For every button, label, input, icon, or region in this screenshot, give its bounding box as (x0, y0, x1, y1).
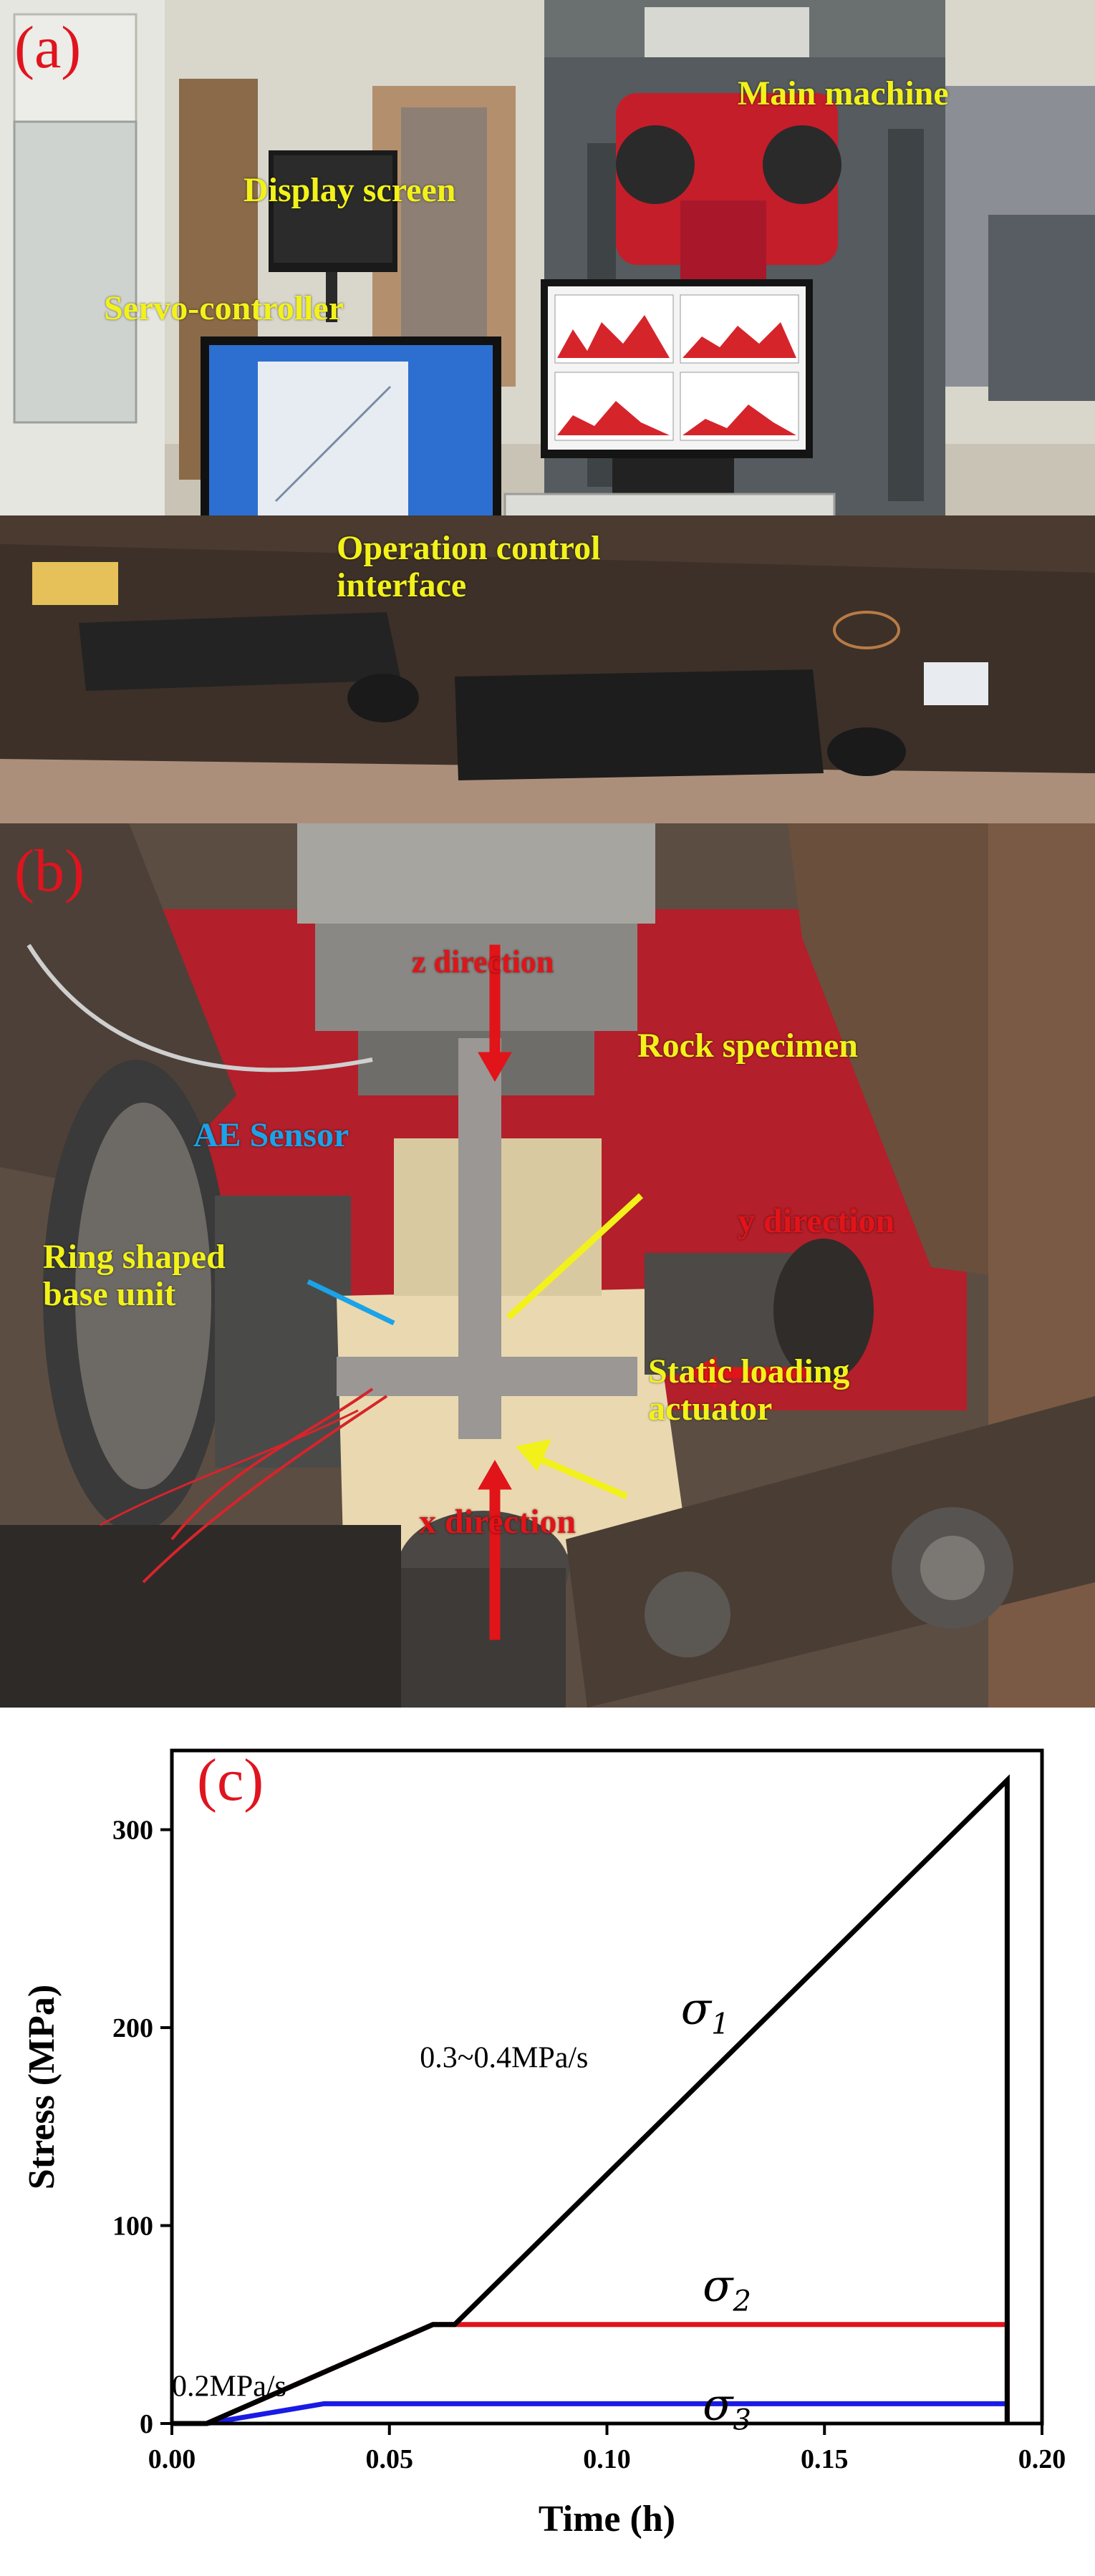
x-tick-label: 0.10 (583, 2444, 631, 2474)
y-tick-label: 300 (112, 1816, 153, 1846)
x-tick-label: 0.05 (366, 2444, 414, 2474)
sigma3-label: σ3 (703, 2378, 751, 2436)
label-rock-specimen: Rock specimen (637, 1027, 858, 1065)
panel-b-photo: (b) z direction Rock specimen AE Sensor … (0, 823, 1095, 1708)
x-tick-label: 0.20 (1018, 2444, 1066, 2474)
label-x-direction: x direction (419, 1503, 577, 1541)
y-tick-label: 100 (112, 2212, 153, 2242)
panel-label-a: (a) (14, 14, 82, 81)
annotation-rate-low: 0.2MPa/s (172, 2370, 286, 2403)
sigma2-label: σ2 (703, 2260, 751, 2318)
label-z-direction: z direction (412, 944, 554, 979)
label-y-direction: y direction (738, 1202, 895, 1240)
label-ring-shaped-base-unit: Ring shaped base unit (43, 1238, 226, 1313)
specimen-closeup-photo (0, 823, 1095, 1708)
series-line-sigma3 (172, 2401, 1010, 2426)
y-axis-title: Stress (MPa) (21, 1985, 62, 2189)
label-display-screen: Display screen (243, 171, 456, 209)
panel-label-c: (c) (197, 1747, 264, 1814)
label-operation-control-interface: Operation control interface (337, 529, 601, 604)
label-servo-controller: Servo-controller (104, 289, 344, 327)
panel-c-chart: (c) 0.00 0.05 0.10 0.15 0.20 0 100 200 300 Time … (0, 1708, 1095, 2576)
x-tick-label: 0.15 (801, 2444, 849, 2474)
x-axis-title: Time (h) (539, 2499, 675, 2539)
panel-label-b: (b) (14, 838, 85, 904)
label-ae-sensor: AE Sensor (193, 1116, 349, 1154)
lab-setup-photo (0, 0, 1095, 823)
label-static-loading-actuator: Static loading actuator (648, 1352, 850, 1428)
sigma1-label: σ1 (681, 1982, 730, 2041)
annotation-rate-high: 0.3~0.4MPa/s (420, 2041, 588, 2074)
label-main-machine: Main machine (738, 74, 949, 112)
y-tick-label: 200 (112, 2013, 153, 2043)
panel-a-photo: (a) Main machine Display screen Servo-co… (0, 0, 1095, 823)
x-tick-label: 0.00 (148, 2444, 196, 2474)
y-tick-label: 0 (140, 2409, 153, 2439)
